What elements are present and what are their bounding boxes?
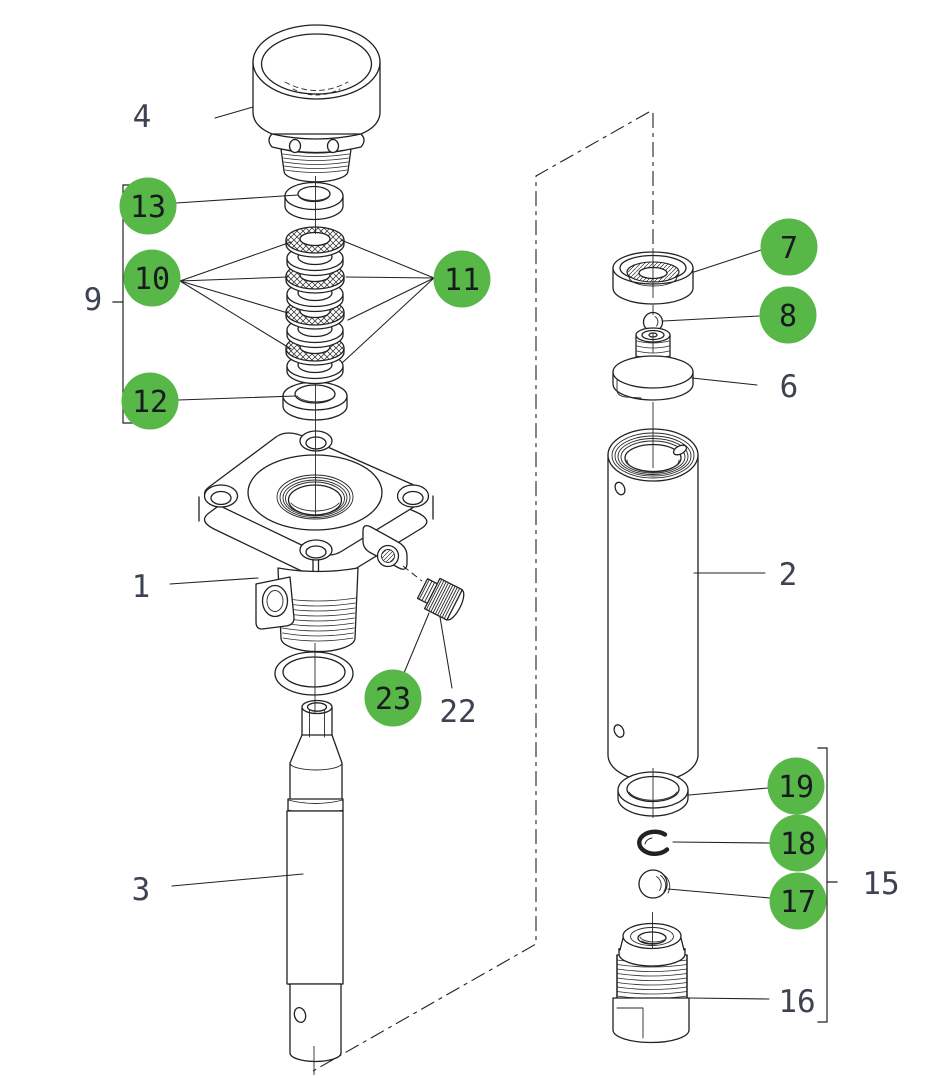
label-2: 2 (779, 557, 798, 593)
part-13-washer (284, 181, 344, 221)
part-17-ball (638, 869, 671, 899)
label-16: 16 (778, 984, 815, 1020)
label-4: 4 (133, 99, 152, 135)
callout-17-number: 17 (780, 885, 816, 920)
part-16-gland-nut (612, 922, 690, 1044)
callout-13[interactable]: 13 (119, 177, 177, 235)
part-10-11-packing-stack (285, 226, 345, 385)
part-o-ring (274, 651, 354, 696)
label-1: 1 (132, 569, 151, 605)
screw-axis-dashed-line (402, 565, 423, 582)
callout-13-number: 13 (130, 190, 166, 225)
callout-8-number: 8 (779, 299, 797, 334)
bracket-group-15 (817, 747, 838, 1023)
callout-11-number: 11 (444, 263, 480, 298)
callout-11[interactable]: 11 (433, 250, 491, 308)
callout-18-number: 18 (780, 827, 816, 862)
label-6: 6 (780, 369, 799, 405)
label-22: 22 (439, 694, 476, 730)
callout-12-number: 12 (132, 385, 168, 420)
fold-line (312, 111, 650, 1072)
callout-23-number: 23 (375, 682, 411, 717)
callout-10[interactable]: 10 (123, 249, 181, 307)
bracket-group-9 (112, 184, 135, 424)
part-22-knurled-screw (416, 577, 465, 621)
callout-10-number: 10 (134, 262, 170, 297)
part-18-snap-ring (637, 829, 670, 856)
callout-23[interactable]: 23 (364, 669, 422, 727)
callout-19[interactable]: 19 (767, 757, 825, 815)
callout-17[interactable]: 17 (769, 872, 827, 930)
label-3: 3 (132, 872, 151, 908)
part-2-cylinder-tube (607, 428, 699, 782)
center-marks (313, 176, 654, 1075)
callout-7-number: 7 (780, 231, 798, 266)
leader-lines (169, 106, 771, 1000)
label-9: 9 (84, 282, 103, 318)
callout-12[interactable]: 12 (121, 372, 179, 430)
label-15: 15 (862, 866, 899, 902)
callout-7[interactable]: 7 (760, 218, 818, 276)
callout-19-number: 19 (778, 770, 814, 805)
callout-8[interactable]: 8 (759, 286, 817, 344)
callout-18[interactable]: 18 (769, 814, 827, 872)
part-12-washer (282, 381, 348, 421)
part-3-piston-rod (286, 699, 344, 1063)
part-1-valve-body (198, 430, 434, 653)
part-4-cap-cup (252, 24, 381, 183)
